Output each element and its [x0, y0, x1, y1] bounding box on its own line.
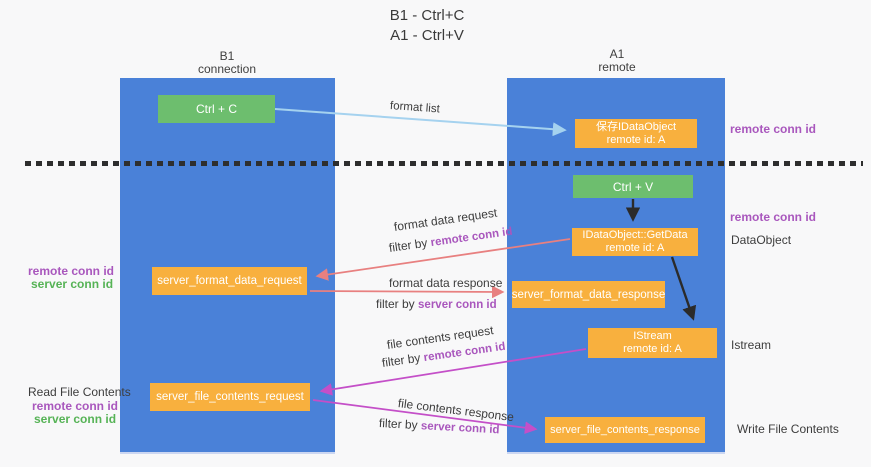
node-idataobject-getdata-line2: remote id: A — [605, 242, 665, 254]
filter-by-text: filter by — [376, 297, 415, 311]
server-conn-id-text: server conn id — [420, 420, 500, 437]
label-write-file-contents: Write File Contents — [737, 422, 839, 436]
node-istream: IStream remote id: A — [588, 328, 717, 358]
edge-label-format-data-response: format data response — [389, 276, 503, 290]
lane-a1-name: A1 — [609, 47, 625, 61]
node-idataobject-getdata-line1: IDataObject::GetData — [582, 229, 688, 241]
node-server-file-contents-request: server_file_contents_request — [150, 383, 310, 411]
label-remote-conn-id-left-2: remote conn id — [32, 399, 119, 413]
label-read-file-contents: Read File Contents — [28, 385, 131, 399]
label-server-conn-id-left-2: server conn id — [34, 412, 117, 426]
node-ctrl-c-label: Ctrl + C — [195, 102, 237, 116]
node-server-format-data-response-label: server_format_data_response — [511, 288, 666, 301]
label-remote-conn-id-left-1: remote conn id — [28, 264, 115, 278]
label-remote-conn-id-right-1: remote conn id — [730, 122, 817, 136]
edge-label-format-list: format list — [389, 100, 441, 116]
node-ctrl-v: Ctrl + V — [573, 175, 693, 198]
remote-conn-id-text: remote conn id — [429, 225, 514, 250]
node-ctrl-c: Ctrl + C — [158, 95, 275, 123]
filter-by-text: filter by — [381, 350, 422, 370]
node-server-format-data-request-label: server_format_data_request — [157, 275, 302, 287]
node-istream-line2: remote id: A — [623, 343, 682, 355]
label-server-conn-id-left-1: server conn id — [31, 277, 114, 291]
server-conn-id-text: server conn id — [418, 299, 497, 311]
node-ctrl-v-label: Ctrl + V — [612, 179, 654, 194]
label-remote-conn-id-right-2: remote conn id — [730, 210, 817, 224]
node-idataobject-getdata: IDataObject::GetData remote id: A — [572, 228, 698, 256]
node-server-file-contents-request-label: server_file_contents_request — [156, 391, 304, 403]
node-server-format-data-request: server_format_data_request — [152, 267, 307, 295]
node-server-file-contents-response: server_file_contents_response — [545, 417, 705, 443]
node-server-file-contents-response-label: server_file_contents_response — [550, 423, 700, 436]
dashed-divider — [25, 161, 863, 166]
label-dataobject: DataObject — [731, 233, 792, 247]
lane-b1-role: connection — [197, 62, 257, 76]
lane-header-a1: A1 remote — [547, 48, 687, 74]
title-line-2: A1 - Ctrl+V — [390, 27, 464, 44]
node-store-idataobject-line2: remote id: A — [606, 133, 666, 146]
lane-a1-role: remote — [598, 60, 636, 74]
node-server-format-data-response: server_format_data_response — [512, 281, 665, 308]
lane-header-b1: B1 connection — [157, 50, 297, 76]
label-istream: Istream — [731, 338, 772, 352]
arrow-format-data-response — [309, 285, 505, 299]
edge-label-filter-server-1: filter by server conn id — [376, 297, 497, 311]
filter-by-text: filter by — [388, 235, 429, 255]
node-istream-line1: IStream — [633, 330, 672, 342]
node-store-idataobject: 保存IDataObject remote id: A — [575, 119, 697, 148]
filter-by-text: filter by — [378, 416, 419, 433]
title-line-1: B1 - Ctrl+C — [389, 7, 465, 24]
node-store-idataobject-line1: 保存IDataObject — [595, 120, 677, 133]
diagram-title: B1 - Ctrl+C A1 - Ctrl+V — [327, 6, 527, 46]
lane-b1-name: B1 — [219, 49, 235, 63]
